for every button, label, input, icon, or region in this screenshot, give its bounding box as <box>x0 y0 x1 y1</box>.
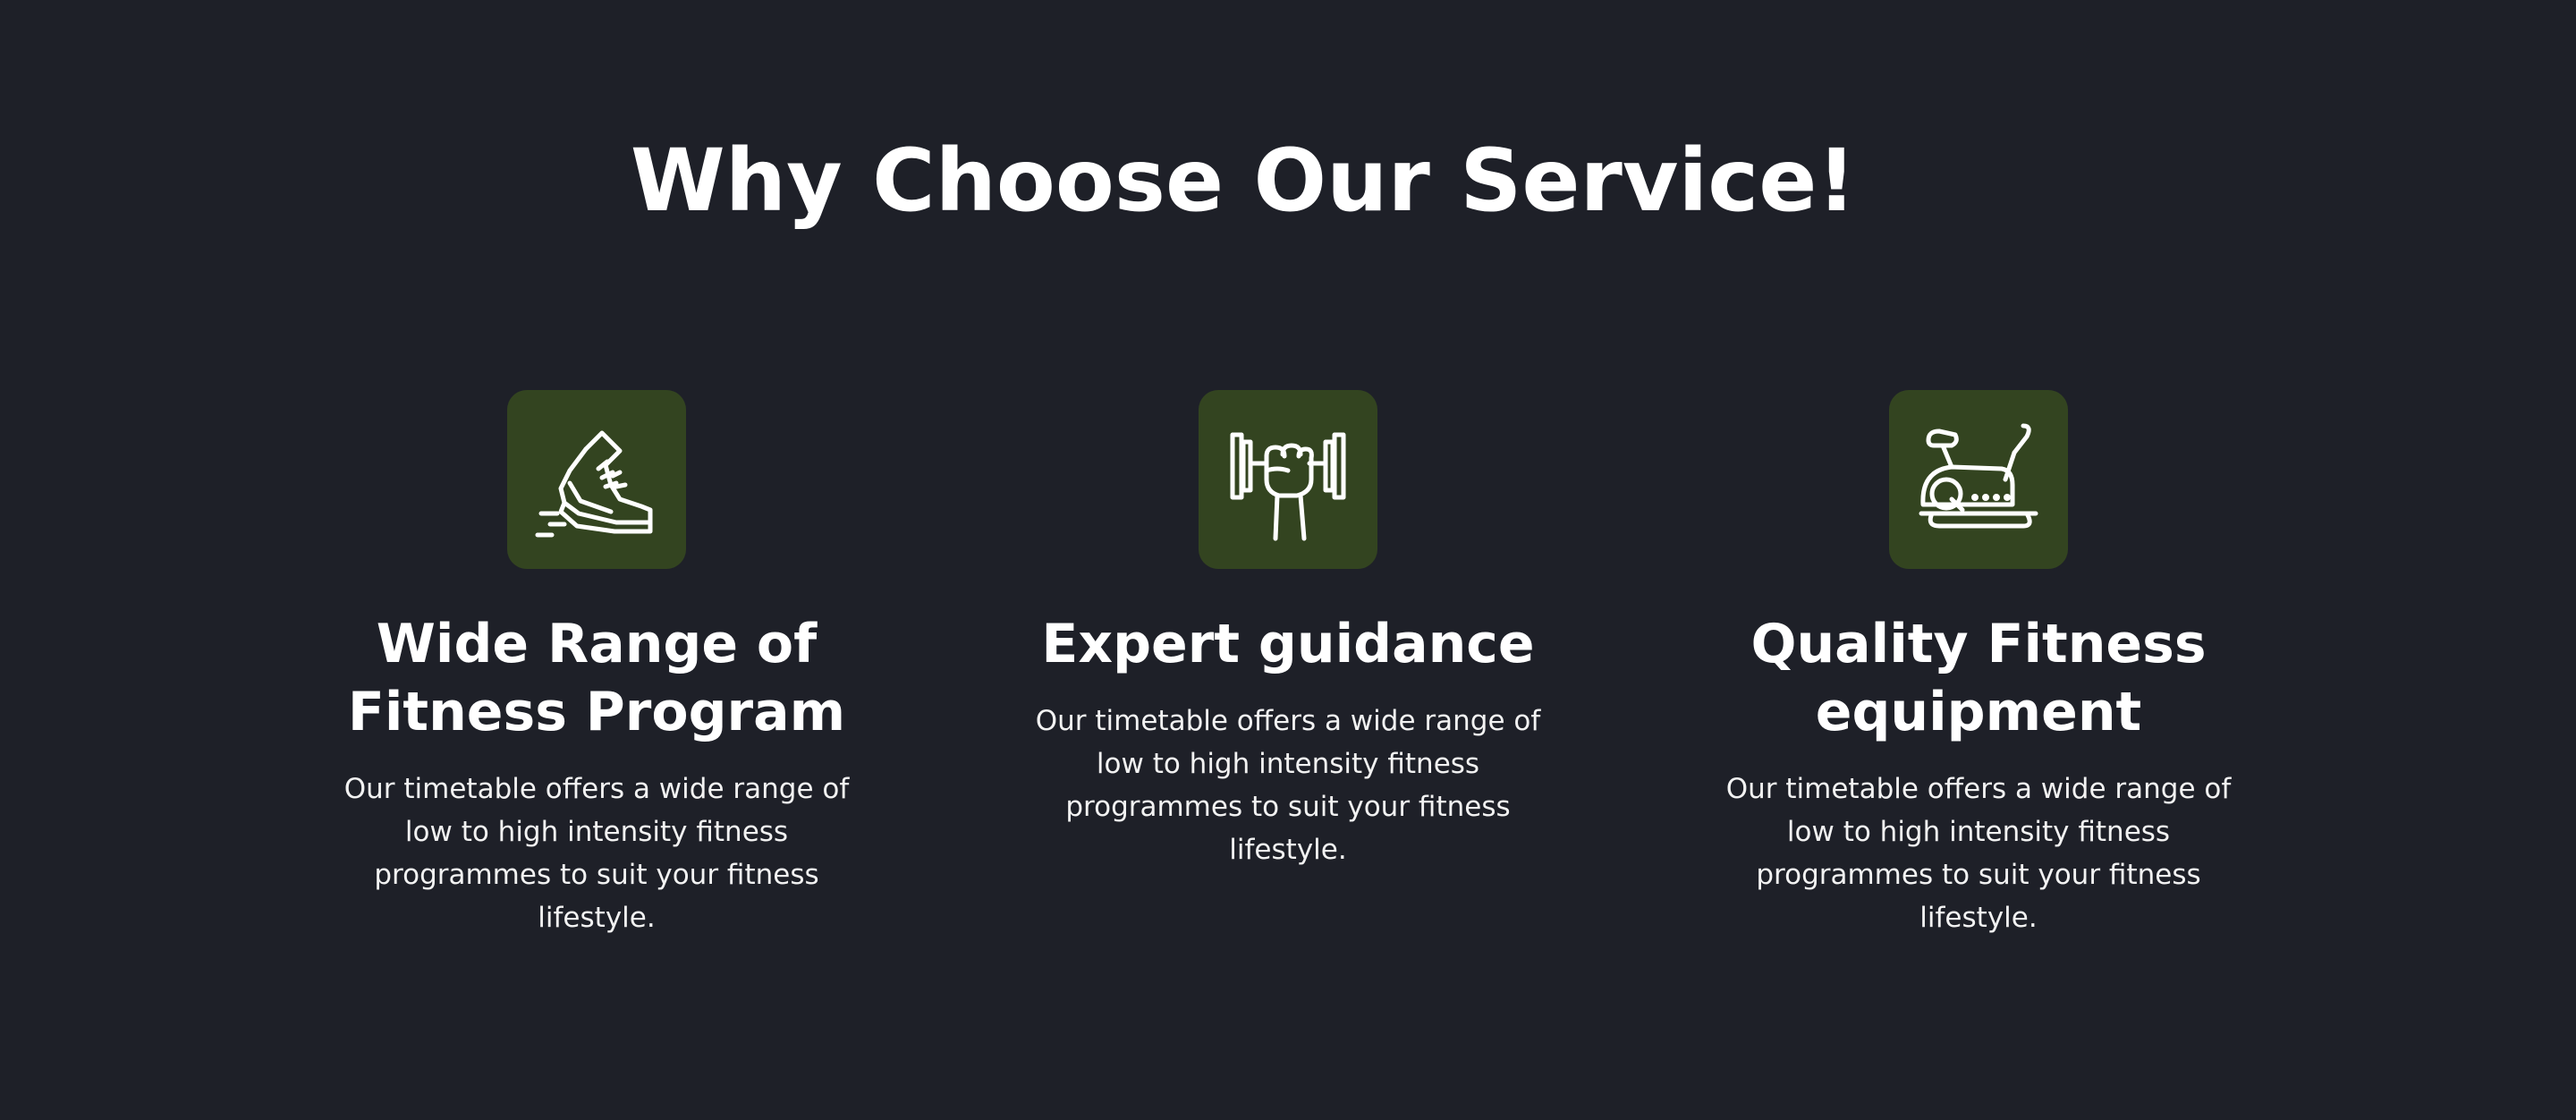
section-title: Why Choose Our Service! <box>630 131 1857 231</box>
dumbbell-hand-icon <box>1230 432 1346 541</box>
feature-icon-tile <box>1199 390 1377 569</box>
feature-description: Our timetable offers a wide range of low… <box>1035 705 1541 866</box>
feature-description: Our timetable offers a wide range of low… <box>1725 773 2232 934</box>
feature-title: Quality Fitness equipment <box>1750 613 2207 743</box>
running-shoe-icon <box>535 430 653 538</box>
feature-card-expert-guidance: Expert guidance Our timetable offers a w… <box>1011 390 1565 871</box>
feature-icon-tile <box>507 390 686 569</box>
feature-card-fitness-program: Wide Range of Fitness Program Our timeta… <box>319 390 874 939</box>
feature-description: Our timetable offers a wide range of low… <box>343 773 850 934</box>
exercise-bike-icon <box>1919 423 2038 529</box>
feature-icon-tile <box>1889 390 2068 569</box>
feature-card-quality-equipment: Quality Fitness equipment Our timetable … <box>1701 390 2256 939</box>
feature-title: Wide Range of Fitness Program <box>347 613 846 743</box>
feature-title: Expert guidance <box>1041 613 1535 675</box>
